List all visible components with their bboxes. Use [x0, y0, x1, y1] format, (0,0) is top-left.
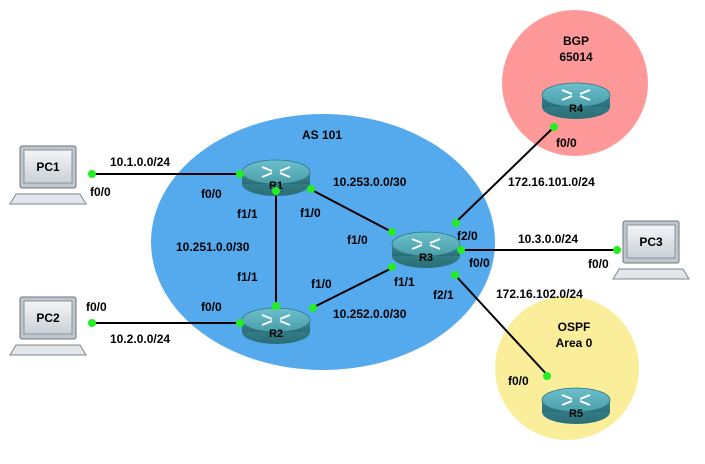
router-r5-label: R5	[569, 408, 583, 420]
interface-label: f0/0	[90, 185, 111, 199]
interface-label: f1/0	[347, 233, 368, 247]
port-dot	[388, 263, 396, 271]
port-dot	[309, 304, 317, 312]
network-label: 10.3.0.0/24	[518, 232, 578, 246]
interface-label: f1/0	[300, 206, 321, 220]
pc-pc2-label: PC2	[36, 311, 60, 325]
router-icon	[541, 387, 611, 413]
port-dot	[543, 372, 551, 380]
interface-label: f0/0	[86, 300, 107, 314]
pc-pc1[interactable]: PC1	[9, 145, 87, 205]
router-r2[interactable]: R2	[241, 307, 311, 344]
port-dot	[236, 319, 244, 327]
network-label: 10.2.0.0/24	[110, 332, 170, 346]
network-label: 10.253.0.0/30	[333, 175, 407, 189]
interface-label: f2/0	[457, 229, 478, 243]
pc-pc2[interactable]: PC2	[9, 296, 87, 356]
interface-label: f0/0	[556, 136, 577, 150]
router-r3[interactable]: R3	[391, 231, 461, 268]
interface-label: f0/0	[469, 256, 490, 270]
port-dot	[613, 246, 621, 254]
as101-zone	[151, 114, 495, 370]
as101-label: AS 101	[302, 128, 342, 142]
port-dot	[272, 302, 280, 310]
network-label: 172.16.102.0/24	[496, 287, 583, 301]
ospf-label-line2: Area 0	[556, 336, 593, 350]
link-r2-r3	[311, 267, 393, 309]
port-dot	[388, 228, 396, 236]
port-dot	[550, 123, 558, 131]
bgp-label-line2: 65014	[559, 50, 593, 64]
pc-pc1-label: PC1	[36, 160, 60, 174]
links	[90, 125, 619, 379]
pc-pc3[interactable]: PC3	[612, 220, 690, 280]
interface-label: f0/0	[201, 300, 222, 314]
port-dot	[88, 319, 96, 327]
router-r2-label: R2	[269, 328, 283, 340]
bgp-label-line1: BGP	[563, 34, 589, 48]
router-r5[interactable]: R5	[541, 387, 611, 424]
network-label: 172.16.101.0/24	[508, 175, 595, 189]
port-dot	[88, 170, 96, 178]
link-r3-r4	[454, 125, 556, 224]
network-label: 10.251.0.0/30	[176, 240, 250, 254]
router-r4[interactable]: R4	[541, 82, 611, 119]
interface-label: f1/1	[394, 275, 415, 289]
port-dot	[457, 246, 465, 254]
interface-label: f0/0	[201, 187, 222, 201]
network-label: 10.252.0.0/30	[333, 307, 407, 321]
ospf-label-line1: OSPF	[558, 320, 591, 334]
port-dot	[236, 170, 244, 178]
interface-label: f1/1	[237, 207, 258, 221]
interface-label: f1/0	[311, 277, 332, 291]
router-r1-label: R1	[269, 180, 283, 192]
port-dot	[307, 185, 315, 193]
interface-label: f0/0	[588, 257, 609, 271]
router-r3-label: R3	[419, 252, 433, 264]
interface-label: f2/1	[433, 288, 454, 302]
interface-label: f0/0	[508, 374, 529, 388]
router-r4-label: R4	[569, 103, 584, 115]
port-dots	[88, 123, 621, 380]
router-r1[interactable]: R1	[241, 159, 311, 196]
router-icon	[391, 231, 461, 257]
port-dot	[451, 271, 459, 279]
link-r3-r5	[454, 274, 551, 379]
network-label: 10.1.0.0/24	[110, 155, 170, 169]
port-dot	[272, 187, 280, 195]
interface-label: f1/1	[237, 270, 258, 284]
link-r1-r3	[309, 188, 393, 233]
pc-pc3-label: PC3	[639, 235, 663, 249]
port-dot	[452, 219, 460, 227]
router-icon	[541, 82, 611, 108]
